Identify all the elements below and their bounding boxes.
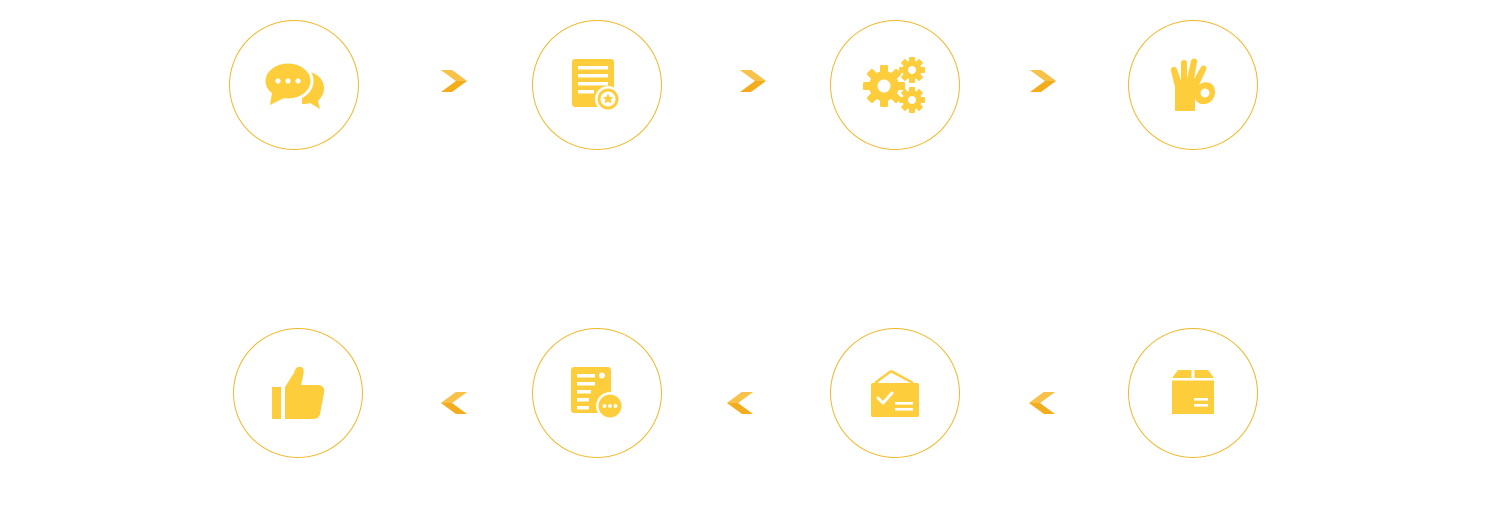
step-confirmation bbox=[1128, 20, 1258, 150]
chevron-right-icon bbox=[740, 70, 766, 92]
thumbs-up-icon bbox=[272, 366, 325, 419]
chevron-right-icon bbox=[1030, 70, 1056, 92]
chevron-left-icon bbox=[441, 392, 467, 414]
step-consultation bbox=[229, 20, 359, 150]
step-feedback-document bbox=[532, 328, 662, 458]
chat-bubbles-icon bbox=[262, 60, 324, 109]
document-chat-icon bbox=[571, 367, 624, 420]
package-box-icon bbox=[1172, 370, 1214, 414]
chevron-left-icon bbox=[1029, 392, 1055, 414]
step-packaging-shipping bbox=[1128, 328, 1258, 458]
step-production bbox=[830, 20, 960, 150]
step-inspection bbox=[830, 328, 960, 458]
gears-icon bbox=[863, 57, 925, 113]
step-after-sales bbox=[233, 328, 363, 458]
flow-arrow-right bbox=[441, 70, 467, 92]
flow-arrow-left bbox=[727, 392, 753, 414]
flow-arrow-left bbox=[1029, 392, 1055, 414]
chevron-right-icon bbox=[441, 70, 467, 92]
signboard-check-icon bbox=[871, 369, 919, 417]
flow-arrow-right bbox=[1030, 70, 1056, 92]
document-star-icon bbox=[572, 59, 621, 112]
ok-hand-icon bbox=[1170, 58, 1215, 111]
chevron-left-icon bbox=[727, 392, 753, 414]
step-requirement-document bbox=[532, 20, 662, 150]
flow-arrow-left bbox=[441, 392, 467, 414]
flow-arrow-right bbox=[740, 70, 766, 92]
